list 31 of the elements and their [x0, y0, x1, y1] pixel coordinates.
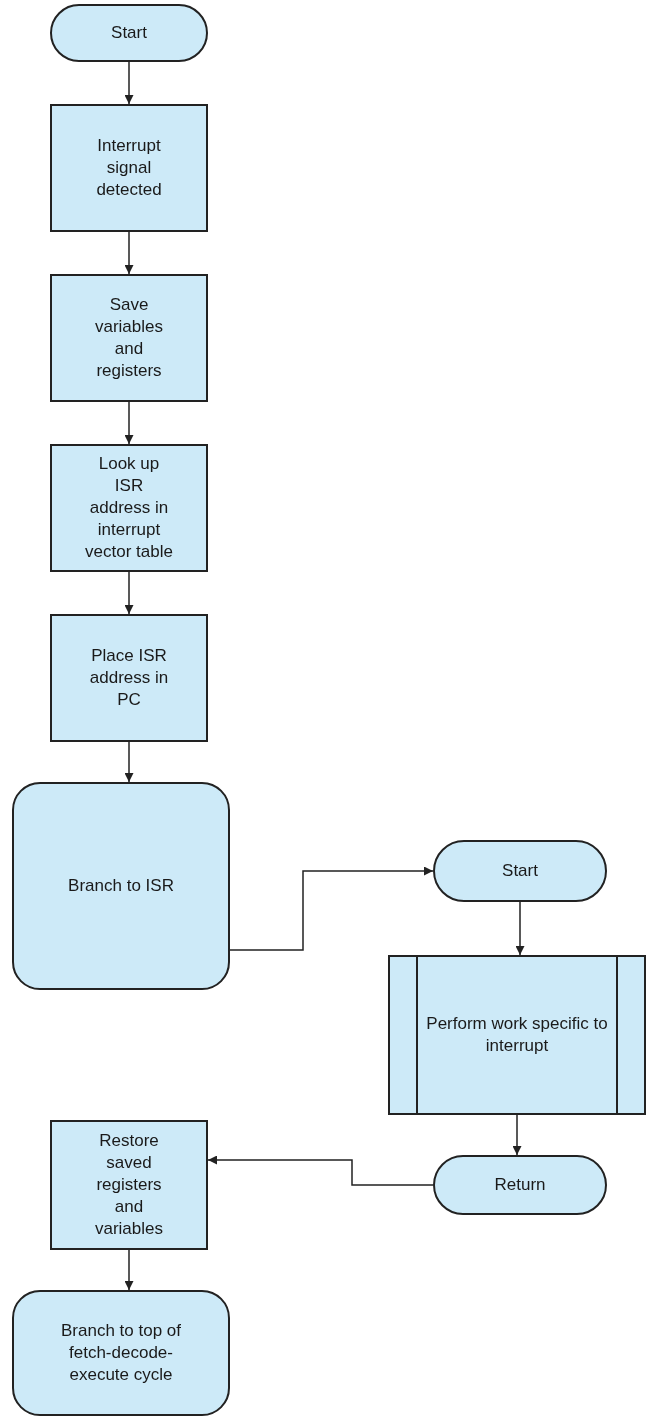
node-text: Perform work specific to interrupt	[425, 1013, 609, 1057]
node-text: Branch to top of fetch-decode-execute cycle	[60, 1320, 182, 1386]
node-text: Start	[502, 860, 538, 882]
terminal-shape	[50, 4, 208, 62]
process-box	[50, 614, 208, 742]
process-box	[50, 444, 208, 572]
terminal-shape	[433, 1155, 607, 1215]
subroutine-box	[388, 955, 646, 1115]
node-text: Return	[494, 1174, 546, 1196]
process-box	[50, 274, 208, 402]
node-text: Place ISR address in PC	[88, 645, 170, 711]
process-box	[50, 1120, 208, 1250]
arrow	[124, 1249, 134, 1291]
node-text: Save variables and registers	[93, 294, 164, 382]
arrow	[229, 866, 434, 951]
node-text: Start	[111, 22, 147, 44]
node-text: Branch to ISR	[68, 875, 174, 897]
arrow	[124, 741, 134, 783]
rounded-process-box	[12, 782, 230, 990]
arrow	[207, 1155, 434, 1186]
arrow	[124, 571, 134, 615]
node-text: Interrupt signal detected	[95, 135, 163, 201]
arrow	[512, 1114, 522, 1156]
arrow	[124, 401, 134, 445]
rounded-process-box	[12, 1290, 230, 1416]
node-text: Restore saved registers and variables	[93, 1130, 164, 1240]
arrow	[515, 901, 525, 956]
node-text: Look up ISR address in interrupt vector table	[84, 453, 174, 563]
process-box	[50, 104, 208, 232]
arrow	[124, 231, 134, 275]
arrow	[124, 61, 134, 105]
